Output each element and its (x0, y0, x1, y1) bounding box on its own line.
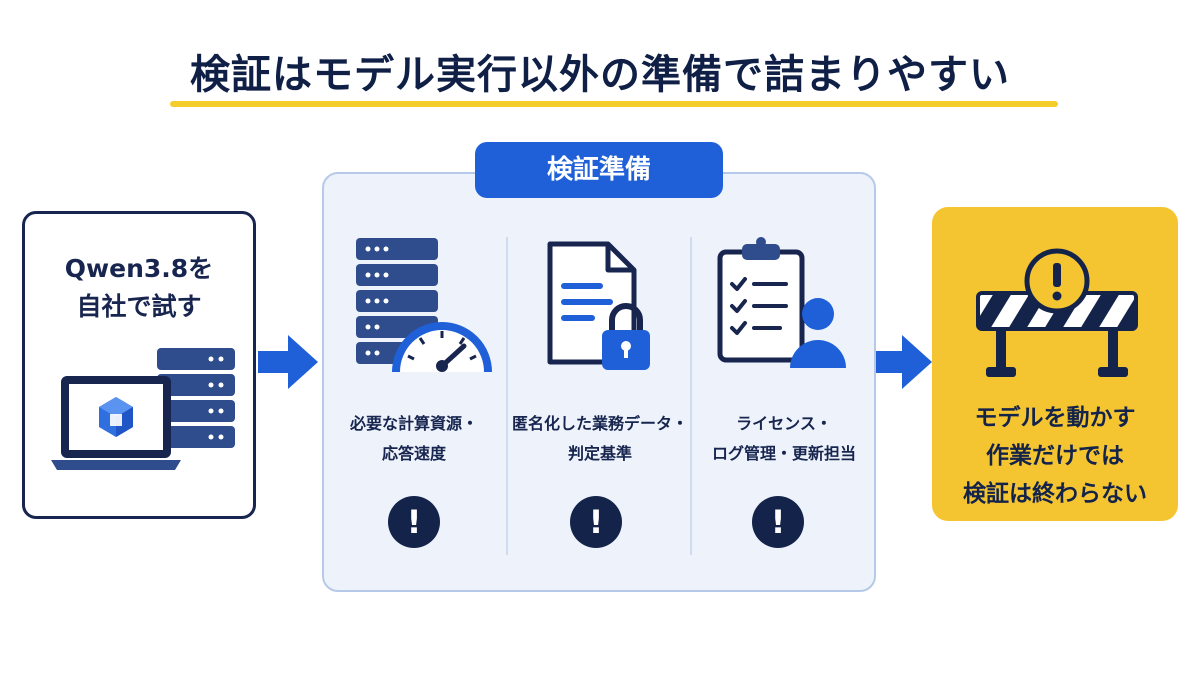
result-box: モデルを動かす 作業だけでは 検証は終わらない (932, 207, 1178, 521)
prep-item-compute-line-1: 必要な計算資源・ (349, 414, 478, 433)
start-box-line-2: 自社で試す (76, 292, 202, 321)
result-box-text: モデルを動かす 作業だけでは 検証は終わらない (932, 399, 1178, 513)
checklist-person-icon (717, 237, 846, 368)
prep-item-compute: 必要な計算資源・ 応答速度 (322, 409, 506, 469)
warning-icon: ! (388, 496, 440, 548)
laptop-icon (51, 376, 181, 470)
prep-item-compute-line-2: 応答速度 (381, 444, 446, 463)
result-box-line-1: モデルを動かす (974, 405, 1136, 431)
server-speedometer-icon (356, 238, 492, 373)
start-box: Qwen3.8を 自社で試す (22, 211, 256, 519)
prep-item-data-line-2: 判定基準 (567, 444, 632, 463)
page-title: 検証はモデル実行以外の準備で詰まりやすい (190, 52, 1010, 98)
arrow-right-icon (258, 335, 318, 389)
prep-item-data-line-1: 匿名化した業務データ・ (511, 414, 688, 433)
prep-item-license-line-1: ライセンス・ (736, 414, 832, 433)
column-divider (690, 237, 692, 555)
barricade-warning-icon (976, 248, 1138, 377)
document-lock-icon (547, 241, 650, 370)
prep-tag: 検証準備 (475, 142, 723, 198)
arrow-right-icon (876, 335, 932, 389)
start-box-line-1: Qwen3.8を (64, 254, 214, 283)
result-box-line-3: 検証は終わらない (963, 481, 1147, 507)
laptop-server-icon (51, 348, 235, 470)
title-underline (170, 101, 1058, 107)
prep-item-license-line-2: ログ管理・更新担当 (711, 444, 856, 463)
warning-icon: ! (570, 496, 622, 548)
prep-item-license: ライセンス・ ログ管理・更新担当 (692, 409, 876, 469)
prep-item-data: 匿名化した業務データ・ 判定基準 (508, 409, 692, 469)
warning-icon: ! (752, 496, 804, 548)
column-divider (506, 237, 508, 555)
result-box-line-2: 作業だけでは (986, 443, 1124, 469)
server-stack-icon (157, 348, 235, 448)
start-box-text: Qwen3.8を 自社で試す (25, 250, 253, 326)
